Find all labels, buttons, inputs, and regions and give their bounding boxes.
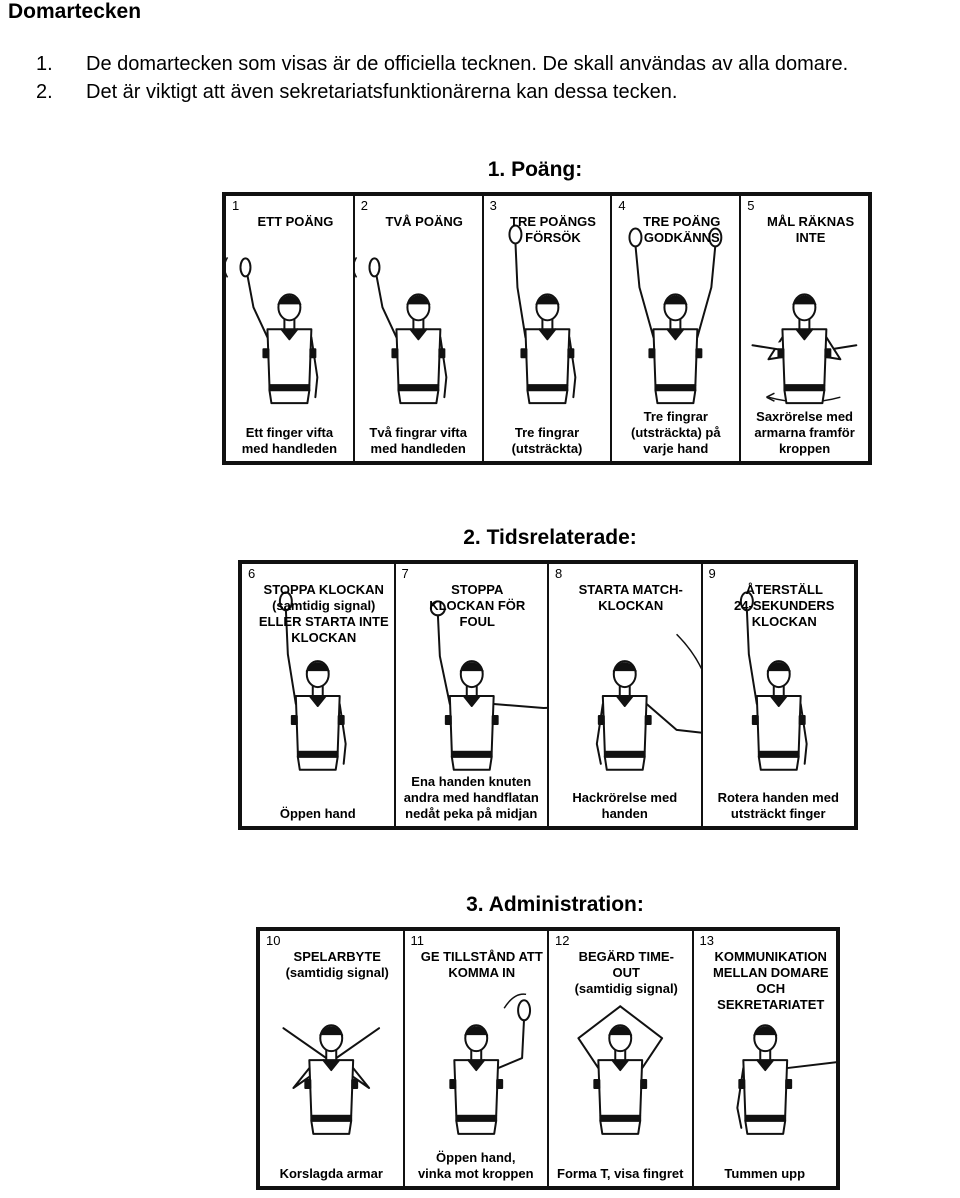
- signal-title: KOMMUNIKATION MELLAN DOMARE OCH SEKRETAR…: [712, 949, 829, 1012]
- signal-caption: Saxrörelse med armarna framför kroppen: [754, 409, 855, 456]
- referee-illustration: [282, 1024, 381, 1135]
- signal-title: ETT POÄNG: [257, 214, 334, 229]
- signal-number: 11: [410, 933, 425, 948]
- referee-figure: [751, 293, 858, 405]
- signal-title: GE TILLSTÅND ATT KOMMA IN: [420, 949, 543, 980]
- signal-number: 6: [248, 566, 256, 581]
- signal-number: 3: [489, 198, 497, 213]
- section-heading-time: 2. Tidsrelaterade:: [463, 526, 637, 549]
- signal-caption: Forma T, visa fingret: [557, 1166, 684, 1181]
- section-heading-administration: 3. Administration:: [466, 893, 644, 916]
- signal-caption: Korslagda armar: [279, 1166, 383, 1181]
- signal-number: 9: [708, 566, 716, 581]
- signal-caption: Tre fingrar (utsträckta): [511, 425, 583, 456]
- signal-number: 2: [360, 198, 369, 213]
- signal-title: TRE POÄNGS FÖRSÖK: [510, 214, 596, 245]
- signal-title: TVÅ POÄNG: [385, 214, 463, 229]
- signal-title: MÅL RÄKNAS INTE: [767, 214, 855, 245]
- signal-number: 7: [401, 566, 409, 581]
- referee-illustration: [226, 257, 319, 405]
- intro-item-1: 1. De domartecken som visas är de officie…: [36, 50, 848, 78]
- intro-list: 1. De domartecken som visas är de officie…: [36, 50, 848, 106]
- intro-text: Det är viktigt att även sekretariatsfunk…: [86, 81, 678, 103]
- referee-figure: [595, 633, 701, 771]
- document-title: Domartecken: [8, 0, 142, 23]
- referee-illustration: [751, 293, 858, 405]
- referee-figure: [226, 257, 319, 405]
- signal-number: 12: [555, 933, 570, 948]
- signal-caption: Öppen hand: [279, 806, 356, 821]
- signal-title: SPELARBYTE (samtidig signal): [285, 949, 389, 980]
- referee-figure: [739, 591, 808, 771]
- signal-title: STARTA MATCH- KLOCKAN: [578, 582, 683, 613]
- signal-title: STOPPA KLOCKAN FÖR FOUL: [429, 582, 526, 629]
- signal-number: 13: [699, 933, 714, 948]
- signal-title: ÅTERSTÄLL 24-SEKUNDERS KLOCKAN: [734, 582, 835, 629]
- referee-figure: [448, 993, 531, 1135]
- signal-number: 5: [747, 198, 755, 213]
- section-heading-points: 1. Poäng:: [487, 158, 583, 181]
- referee-figure: [577, 1005, 664, 1135]
- intro-number: 1.: [36, 53, 53, 75]
- signal-title: STOPPA KLOCKAN (samtidig signal) ELLER S…: [258, 582, 389, 645]
- referee-illustration: [448, 993, 531, 1135]
- signal-caption: Ett finger vifta med handleden: [241, 425, 338, 456]
- signal-caption: Rotera handen med utsträckt finger: [717, 790, 839, 821]
- intro-text: De domartecken som visas är de officiell…: [86, 53, 849, 75]
- referee-illustration: [508, 224, 576, 405]
- signal-caption: Hackrörelse med handen: [572, 790, 678, 821]
- referee-figure: [628, 227, 723, 405]
- referee-illustration: [735, 1024, 836, 1135]
- signal-caption: Två fingrar vifta med handleden: [369, 425, 467, 456]
- signal-number: 10: [266, 933, 281, 948]
- signal-title: BEGÄRD TIME-OUT (samtidig signal): [574, 949, 678, 996]
- referee-figure: [508, 224, 576, 405]
- signal-number: 8: [555, 566, 563, 581]
- signal-number: 4: [618, 198, 626, 213]
- referee-illustration: [739, 591, 808, 771]
- referee-illustration: [429, 600, 547, 771]
- referee-illustration: [354, 257, 448, 405]
- referee-figure: [354, 257, 448, 405]
- referee-illustration: [577, 1005, 664, 1135]
- signal-title: TRE POÄNG GODKÄNNS: [643, 214, 721, 245]
- referee-illustration: [628, 227, 723, 405]
- referee-figure: [735, 1024, 836, 1135]
- signal-number: 1: [232, 198, 240, 213]
- referee-illustration: [278, 591, 347, 771]
- referee-figure: [282, 1024, 381, 1135]
- signal-caption: Tummen upp: [724, 1166, 806, 1181]
- signal-caption: Öppen hand, vinka mot kroppen: [417, 1150, 534, 1181]
- referee-illustration: [595, 633, 701, 771]
- signal-caption: Tre fingrar (utsträckta) på varje hand: [631, 409, 721, 456]
- intro-number: 2.: [36, 81, 53, 103]
- intro-item-2: 2. Det är viktigt att även sekretariatsfu…: [36, 78, 848, 106]
- signal-caption: Ena handen knuten andra med handflatan n…: [403, 774, 539, 821]
